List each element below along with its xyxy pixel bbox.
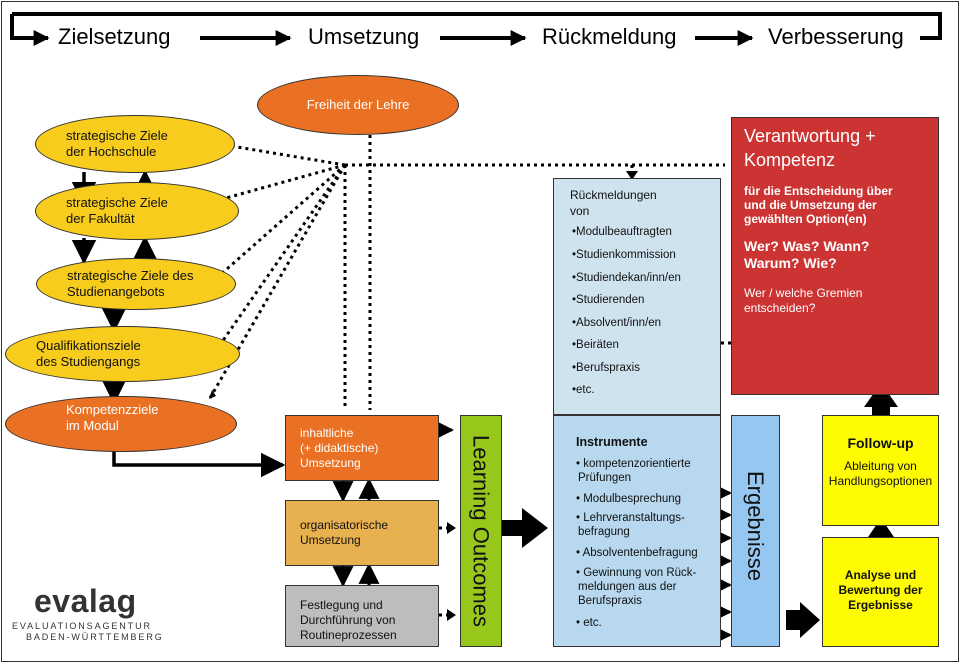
logo-wordmark: evalag: [34, 583, 137, 619]
logo-line2: BADEN-WÜRTTEMBERG: [26, 632, 164, 642]
routine-process-box: Festlegung und Durchführung von Routinep…: [285, 585, 439, 647]
goal-faculty-line1: strategische Ziele: [66, 195, 168, 210]
feedback-item: •Beiräten: [572, 339, 619, 351]
feedback-box: Rückmeldungen von •Modulbeauftragten •St…: [553, 178, 721, 415]
feedback-title-line2: von: [570, 204, 590, 218]
goal-faculty-line2: der Fakultät: [66, 211, 135, 226]
big-arrow-followup-responsibility: [864, 383, 898, 420]
instrument-item: • etc.: [576, 616, 602, 630]
goal-module-line1: Kompetenzziele: [66, 402, 159, 417]
feedback-item: •Studienkommission: [572, 249, 676, 261]
org-impl-line2: Umsetzung: [300, 533, 361, 547]
instrument-item: • Absolventenbefragung: [576, 546, 698, 560]
instrument-text: • kompetenzorientierte: [576, 458, 691, 470]
learning-outcomes-label: Learning Outcomes: [468, 435, 494, 627]
instrument-text: Berufspraxis: [578, 595, 642, 607]
goal-program-line1: strategische Ziele des: [67, 268, 194, 283]
freedom-ellipse: Freiheit der Lehre: [257, 75, 459, 135]
instrument-text: • etc.: [576, 617, 602, 629]
evalag-logo: evalag EVALUATIONSAGENTUR BADEN-WÜRTTEMB…: [8, 583, 178, 643]
feedback-item: •Studierenden: [572, 294, 645, 306]
results-box: Ergebnisse: [731, 415, 780, 647]
instruments-title: Instrumente: [576, 435, 648, 449]
responsibility-text3-line1: Wer / welche Gremien: [744, 286, 863, 300]
responsibility-box: Verantwortung + Kompetenz für die Entsch…: [731, 117, 939, 395]
step-goal-setting: Zielsetzung: [58, 24, 171, 49]
feedback-item: •etc.: [572, 384, 595, 396]
process-loop-line: [10, 12, 942, 40]
step-feedback: Rückmeldung: [542, 24, 677, 49]
freedom-label: Freiheit der Lehre: [306, 97, 410, 112]
followup-box: Follow-up Ableitung von Handlungsoptione…: [822, 415, 939, 526]
results-label: Ergebnisse: [743, 471, 768, 582]
instrument-text: • Absolventenbefragung: [576, 547, 698, 559]
feedback-item: •Berufspraxis: [572, 362, 640, 374]
big-arrow-results-analysis: [786, 602, 820, 638]
routine-line1: Festlegung und: [300, 598, 383, 612]
dotted-line-degree: [213, 164, 347, 353]
responsibility-text1-line1: für die Entscheidung über: [744, 184, 893, 198]
organisational-implementation-box: organisatorische Umsetzung: [285, 500, 439, 566]
goal-university-line2: der Hochschule: [66, 144, 157, 159]
responsibility-text1-line2: und die Umsetzung der: [744, 198, 877, 212]
instrument-item: • Modulbesprechung: [576, 492, 681, 506]
responsibility-title-line1: Verantwortung +: [744, 126, 876, 146]
goal-university-line1: strategische Ziele: [66, 128, 168, 143]
followup-text-line1: Ableitung von: [844, 459, 917, 473]
feedback-item: •Modulbeauftragten: [572, 226, 672, 238]
analysis-line2: Bewertung der: [838, 583, 923, 597]
analysis-line1: Analyse und: [844, 568, 917, 582]
routine-line2: Durchführung von: [300, 613, 396, 627]
analysis-box: Analyse und Bewertung der Ergebnisse: [822, 537, 939, 647]
content-impl-line2: (+ didaktische): [300, 441, 379, 455]
feedback-item: •Absolvent/inn/en: [572, 317, 662, 329]
analysis-line3: Ergebnisse: [848, 598, 913, 612]
followup-text-line2: Handlungsoptionen: [828, 474, 933, 488]
routine-line3: Routineprozessen: [300, 628, 397, 642]
followup-title: Follow-up: [847, 435, 914, 451]
goal-module-line2: im Modul: [66, 418, 119, 433]
instrument-text: meldungen aus der: [578, 581, 677, 593]
instrument-text: • Lehrveranstaltungs-: [576, 512, 685, 524]
feedback-item: •Studiendekan/inn/en: [572, 272, 681, 284]
step-improvement: Verbesserung: [768, 24, 904, 49]
org-impl-line1: organisatorische: [300, 518, 389, 532]
goal-degree-line1: Qualifikationsziele: [36, 338, 141, 353]
goal-program-line2: Studienangebots: [67, 284, 165, 299]
content-implementation-box: inhaltliche (+ didaktische) Umsetzung: [285, 415, 439, 481]
goal-degree-line2: des Studiengangs: [36, 354, 141, 369]
responsibility-title-line2: Kompetenz: [744, 150, 836, 170]
instrument-text: befragung: [578, 526, 630, 538]
instrument-text: • Modulbesprechung: [576, 493, 682, 505]
learning-outcomes-box: Learning Outcomes: [460, 415, 502, 647]
dotted-line-uni: [224, 143, 346, 167]
instrument-item: • Lehrveranstaltungs-befragung: [576, 511, 685, 539]
big-arrow-outcomes-instruments: [502, 508, 548, 548]
content-impl-line1: inhaltliche: [300, 426, 354, 440]
responsibility-text2-line1: Wer? Was? Wann?: [744, 238, 870, 254]
responsibility-text1-line3: gewählten Option(en): [744, 212, 867, 226]
logo-line1: EVALUATIONSAGENTUR: [12, 621, 152, 631]
content-impl-line3: Umsetzung: [300, 456, 361, 470]
step-implementation: Umsetzung: [308, 24, 420, 49]
responsibility-text2-line2: Warum? Wie?: [744, 255, 837, 271]
dotted-line-program: [211, 163, 346, 284]
instrument-text: • Gewinnung von Rück-: [576, 567, 697, 579]
feedback-title-line1: Rückmeldungen: [570, 188, 657, 202]
instrument-text: Prüfungen: [578, 472, 632, 484]
responsibility-text3-line2: entscheiden?: [744, 301, 816, 315]
